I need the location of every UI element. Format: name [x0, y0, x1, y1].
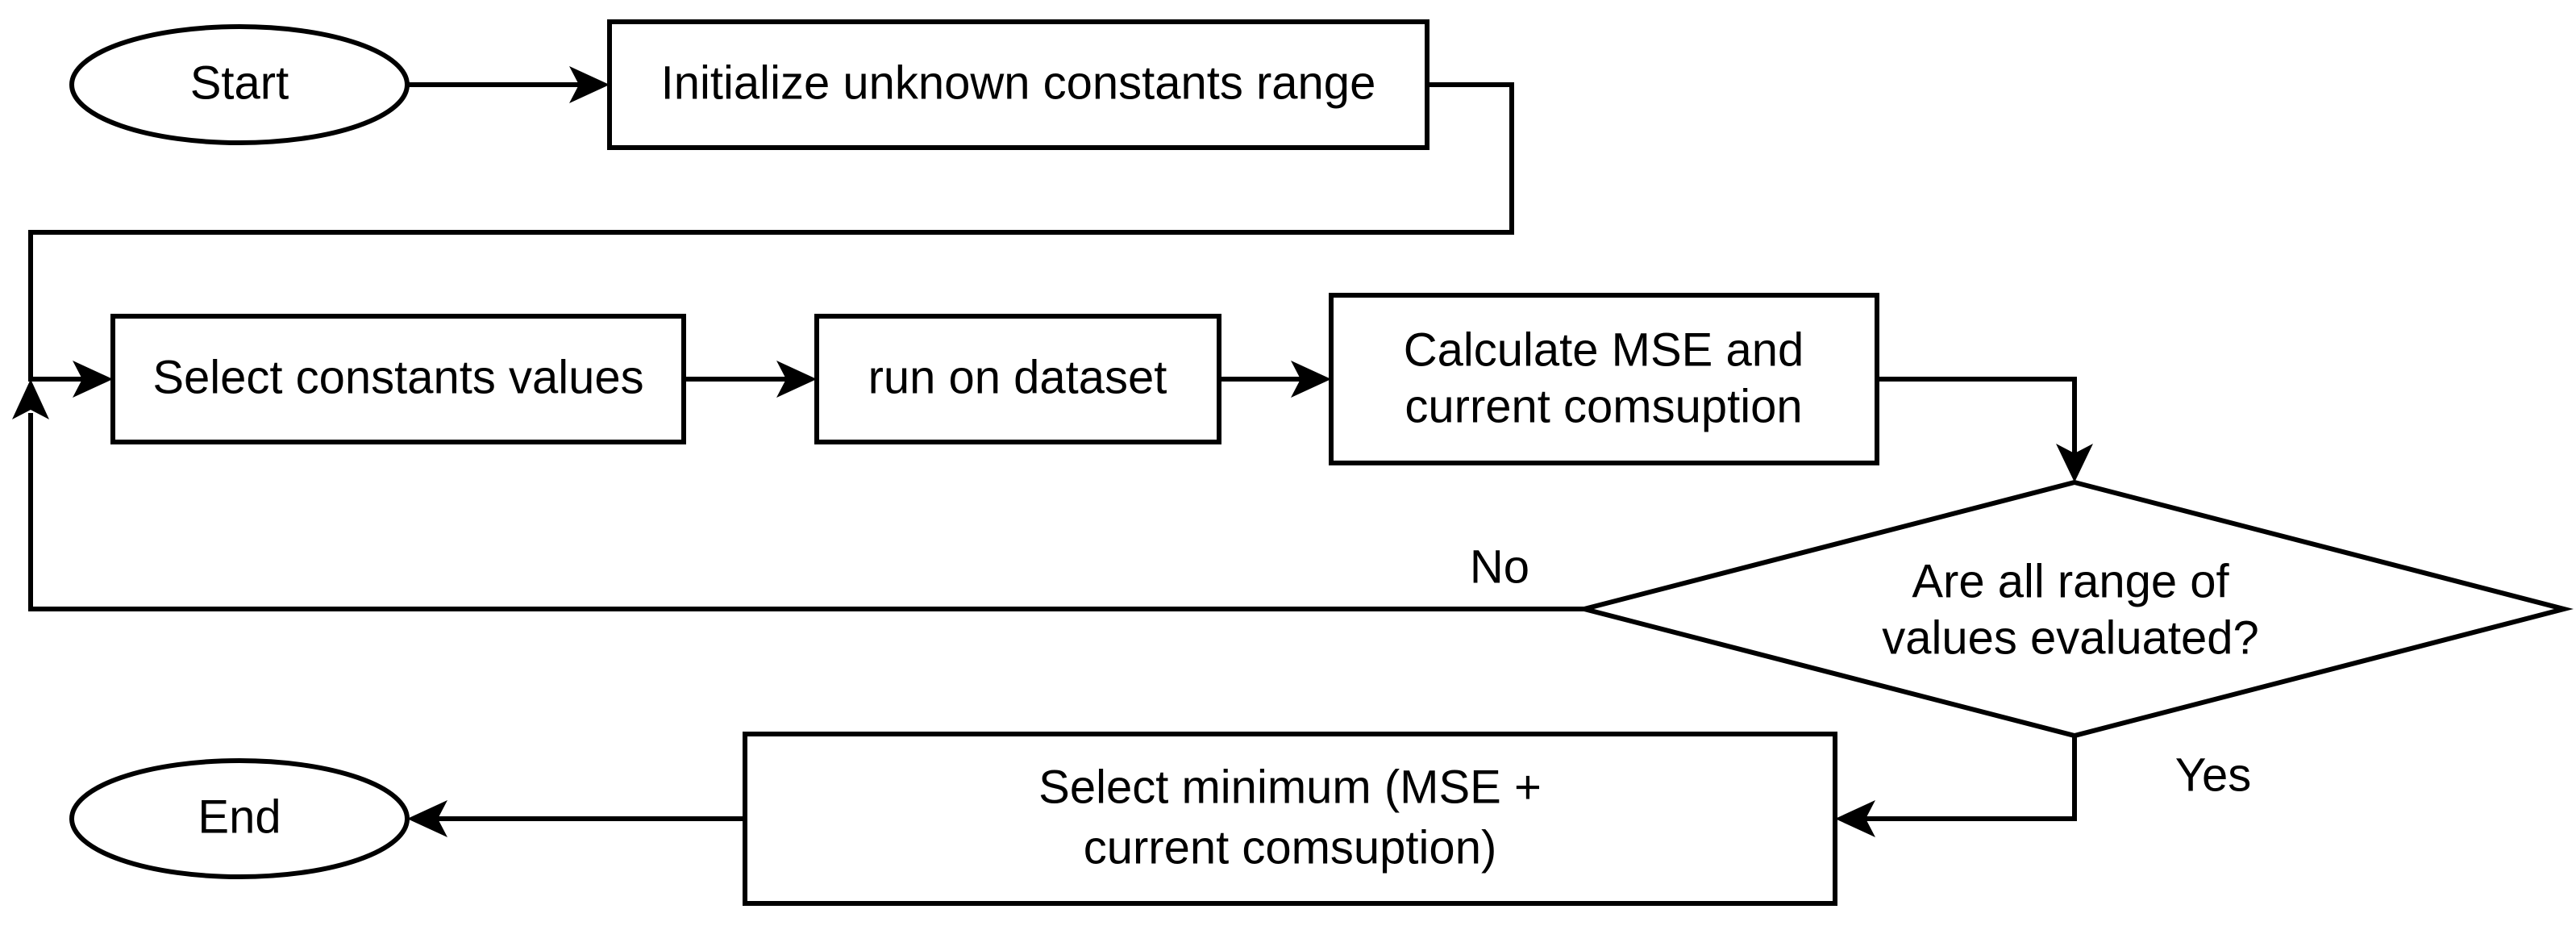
arrowhead-no-loop	[12, 379, 49, 419]
connector-initialize-to-select	[28, 82, 1514, 382]
connector-yes	[1864, 736, 2077, 821]
select-minimum-label-line2: current comsuption)	[1084, 821, 1497, 874]
decision-label-line2: values evaluated?	[1882, 611, 2259, 664]
select-minimum-node: Select minimum (MSE + current comsuption…	[743, 732, 1837, 906]
arrowhead-run	[776, 361, 817, 398]
decision-label-line1: Are all range of	[1912, 555, 2229, 607]
arrowhead-calculate	[1291, 361, 1331, 398]
arrow-calculate-to-decision	[1877, 377, 2077, 454]
arrowhead-select-left	[73, 361, 113, 398]
yes-edge-label: Yes	[2175, 749, 2252, 801]
calculate-node: Calculate MSE and current comsuption	[1329, 293, 1879, 465]
run-dataset-node: run on dataset	[814, 314, 1221, 444]
decision-node: Are all range of values evaluated?	[1575, 479, 2574, 739]
start-label: Start	[190, 56, 289, 109]
end-label: End	[198, 790, 281, 843]
select-minimum-label-line1: Select minimum (MSE +	[1038, 761, 1542, 813]
connector-no-loop	[28, 413, 1584, 611]
calculate-label-line1: Calculate MSE and	[1404, 323, 1804, 376]
initialize-node: Initialize unknown constants range	[607, 19, 1429, 150]
start-node: Start	[69, 24, 410, 145]
run-dataset-label: run on dataset	[868, 351, 1167, 403]
no-edge-label: No	[1470, 540, 1529, 593]
arrowhead-decision	[2056, 444, 2093, 482]
arrowhead-initialize	[569, 66, 610, 103]
select-constants-node: Select constants values	[110, 314, 686, 444]
arrowhead-select-minimum	[1835, 800, 1875, 837]
arrowhead-end	[407, 800, 447, 837]
calculate-label-line2: current comsuption	[1405, 380, 1802, 432]
select-constants-label: Select constants values	[152, 351, 643, 403]
initialize-label: Initialize unknown constants range	[661, 56, 1376, 109]
end-node: End	[69, 758, 410, 879]
